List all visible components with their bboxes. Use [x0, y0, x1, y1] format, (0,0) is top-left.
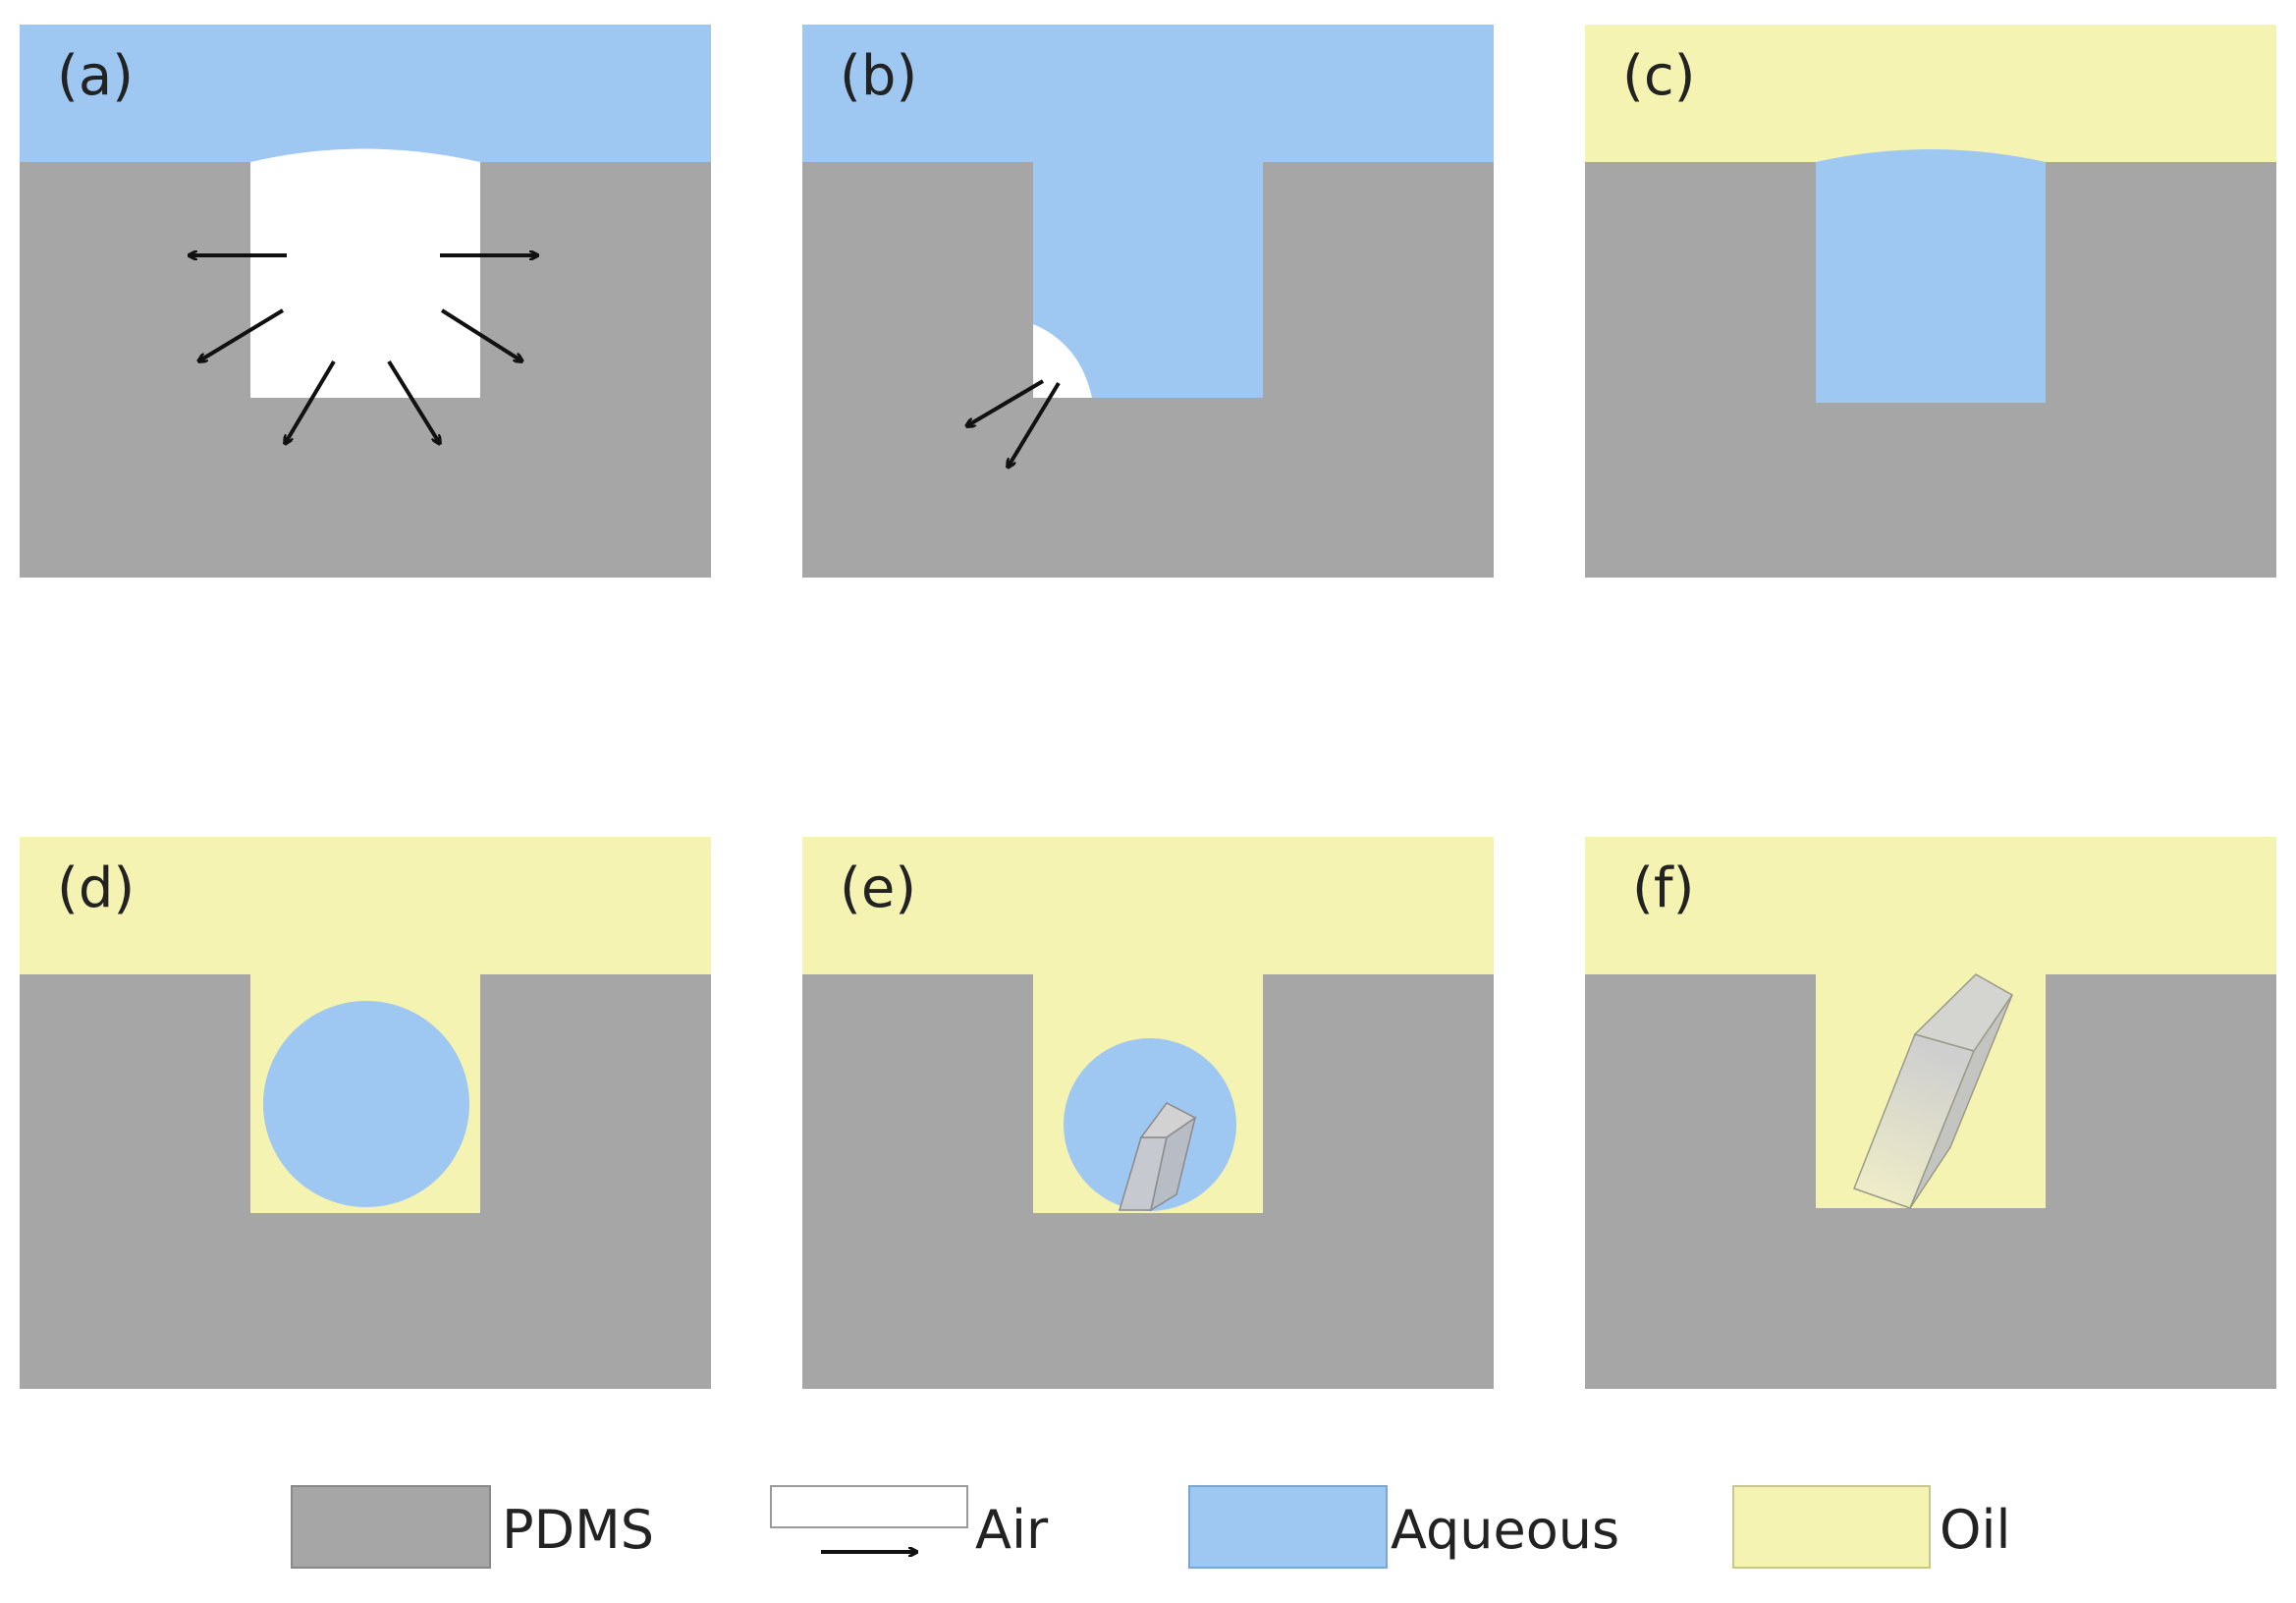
legend-item-air: Air — [770, 1485, 1049, 1561]
legend-swatch-oil — [1732, 1485, 1931, 1569]
panel-label-e: (e) — [840, 857, 916, 920]
panel-e: (e) — [802, 837, 1494, 1389]
oil-layer — [1585, 25, 2276, 162]
panel-a: (a) — [20, 25, 711, 578]
legend-item-pdms: PDMS — [291, 1485, 654, 1569]
small-crystal — [1118, 1102, 1197, 1212]
crystal-side-face — [1909, 994, 2013, 1209]
oil-layer — [20, 837, 711, 974]
legend: PDMS Air Aqueous Oil — [291, 1485, 2011, 1569]
aqueous-layer — [802, 25, 1494, 162]
air-in-well — [250, 148, 480, 398]
aqueous-layer — [20, 25, 711, 162]
large-crystal — [1853, 973, 2014, 1209]
panel-label-b: (b) — [840, 44, 917, 108]
legend-label-oil: Oil — [1940, 1499, 2011, 1561]
legend-label-air: Air — [975, 1499, 1049, 1561]
oil-layer — [802, 837, 1494, 974]
air-escape-arrows — [189, 255, 538, 444]
panel-label-a: (a) — [57, 44, 134, 108]
panel-c: (c) — [1585, 25, 2276, 578]
panel-b: (b) — [802, 25, 1494, 578]
panel-d: (d) — [20, 837, 711, 1389]
legend-item-oil: Oil — [1732, 1485, 2011, 1569]
legend-swatch-air — [770, 1485, 968, 1528]
panel-label-d: (d) — [57, 857, 135, 920]
legend-label-pdms: PDMS — [502, 1499, 654, 1561]
aqueous-droplet — [263, 1001, 469, 1207]
panel-label-f: (f) — [1632, 857, 1694, 920]
legend-label-aqueous: Aqueous — [1391, 1499, 1619, 1561]
panel-label-c: (c) — [1622, 44, 1695, 108]
aqueous-in-well — [1816, 149, 2046, 403]
air-escape-arrows — [966, 379, 1061, 468]
legend-item-aqueous: Aqueous — [1188, 1485, 1619, 1569]
legend-swatch-pdms — [291, 1485, 491, 1569]
crystal-side-face — [1149, 1116, 1197, 1212]
trapped-air-pocket — [1033, 324, 1092, 398]
panel-f: (f) — [1585, 837, 2276, 1389]
oil-layer — [1585, 837, 2276, 974]
legend-swatch-aqueous — [1188, 1485, 1388, 1569]
